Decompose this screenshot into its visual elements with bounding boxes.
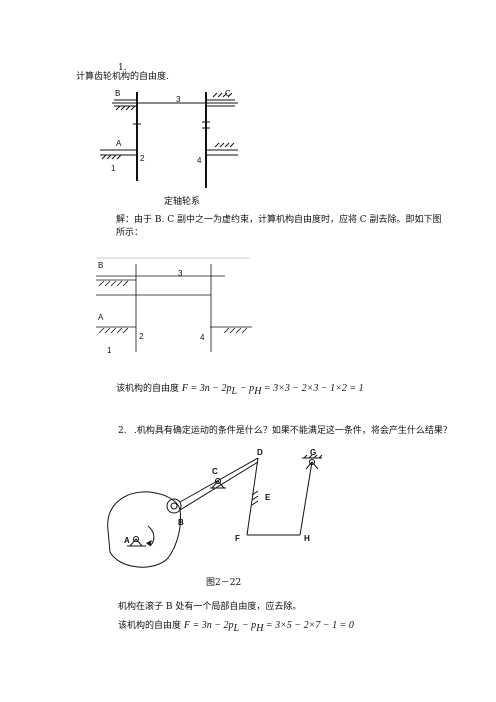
fig2-label-2: 2	[139, 332, 144, 341]
label-4: 4	[197, 156, 202, 165]
formula2-sub-h: H	[256, 622, 264, 634]
problem1-solution: 解：由于 B. C 副中之一为虚约束，计算机构自由度时，应将 C 副去除。即如下…	[116, 215, 442, 238]
problem2-question: .机构具有确定运动的条件是什么？如果不能满足这一条件，将会产生什么结果？	[134, 426, 452, 436]
fig2-label-1: 1	[107, 346, 112, 355]
formula1-sub-h: H	[254, 385, 262, 397]
formula2-rest: − p	[241, 620, 257, 631]
figure3-caption: 图2－22	[206, 578, 242, 588]
linkage-label-H: H	[304, 534, 310, 543]
label-A: A	[116, 139, 122, 148]
linkage-label-G: G	[310, 448, 316, 457]
problem2-number: 2.	[118, 426, 127, 436]
formula1-sub-l: L	[231, 385, 238, 397]
fig2-label-B: B	[98, 261, 103, 270]
formula2-value: = 3×5 − 2×7 − 1 = 0	[263, 620, 354, 631]
label-C: C	[225, 89, 231, 98]
formula1-value: = 3×3 − 2×3 − 1×2 = 1	[261, 383, 364, 394]
formula2-main: F = 3n − 2p	[183, 620, 234, 631]
label-1: 1	[111, 164, 116, 173]
formula1-main: F = 3n − 2p	[181, 383, 232, 394]
problem1-title: 计算齿轮机构的自由度.	[76, 72, 169, 82]
formula1-line: 该机构的自由度 F = 3n − 2pL − pH = 3×3 − 2×3 − …	[116, 383, 364, 398]
formula1-rest: − p	[239, 383, 255, 394]
formula2-line: 该机构的自由度 F = 3n − 2pL − pH = 3×5 − 2×7 − …	[118, 620, 354, 635]
label-3: 3	[176, 95, 181, 104]
label-2: 2	[140, 154, 145, 163]
linkage-label-A: A	[124, 536, 130, 545]
fig2-label-4: 4	[200, 333, 205, 342]
problem2-answer: 机构在滚子 B 处有一个局部自由度，应去除。	[118, 602, 302, 612]
problem1-number: 1.	[118, 63, 127, 73]
linkage-label-C: C	[212, 467, 218, 476]
linkage-label-F: F	[235, 534, 240, 543]
formula2-prefix: 该机构的自由度	[118, 621, 182, 631]
formula1-prefix: 该机构的自由度	[116, 384, 180, 394]
label-B: B	[115, 89, 120, 98]
linkage-label-B: B	[178, 518, 184, 527]
figure1-caption: 定轴轮系	[164, 197, 201, 207]
linkage-label-E: E	[265, 493, 271, 502]
linkage-label-D: D	[257, 448, 263, 457]
fig2-label-3: 3	[178, 269, 183, 278]
formula2-sub-l: L	[233, 622, 240, 634]
fig2-label-A: A	[98, 313, 104, 322]
